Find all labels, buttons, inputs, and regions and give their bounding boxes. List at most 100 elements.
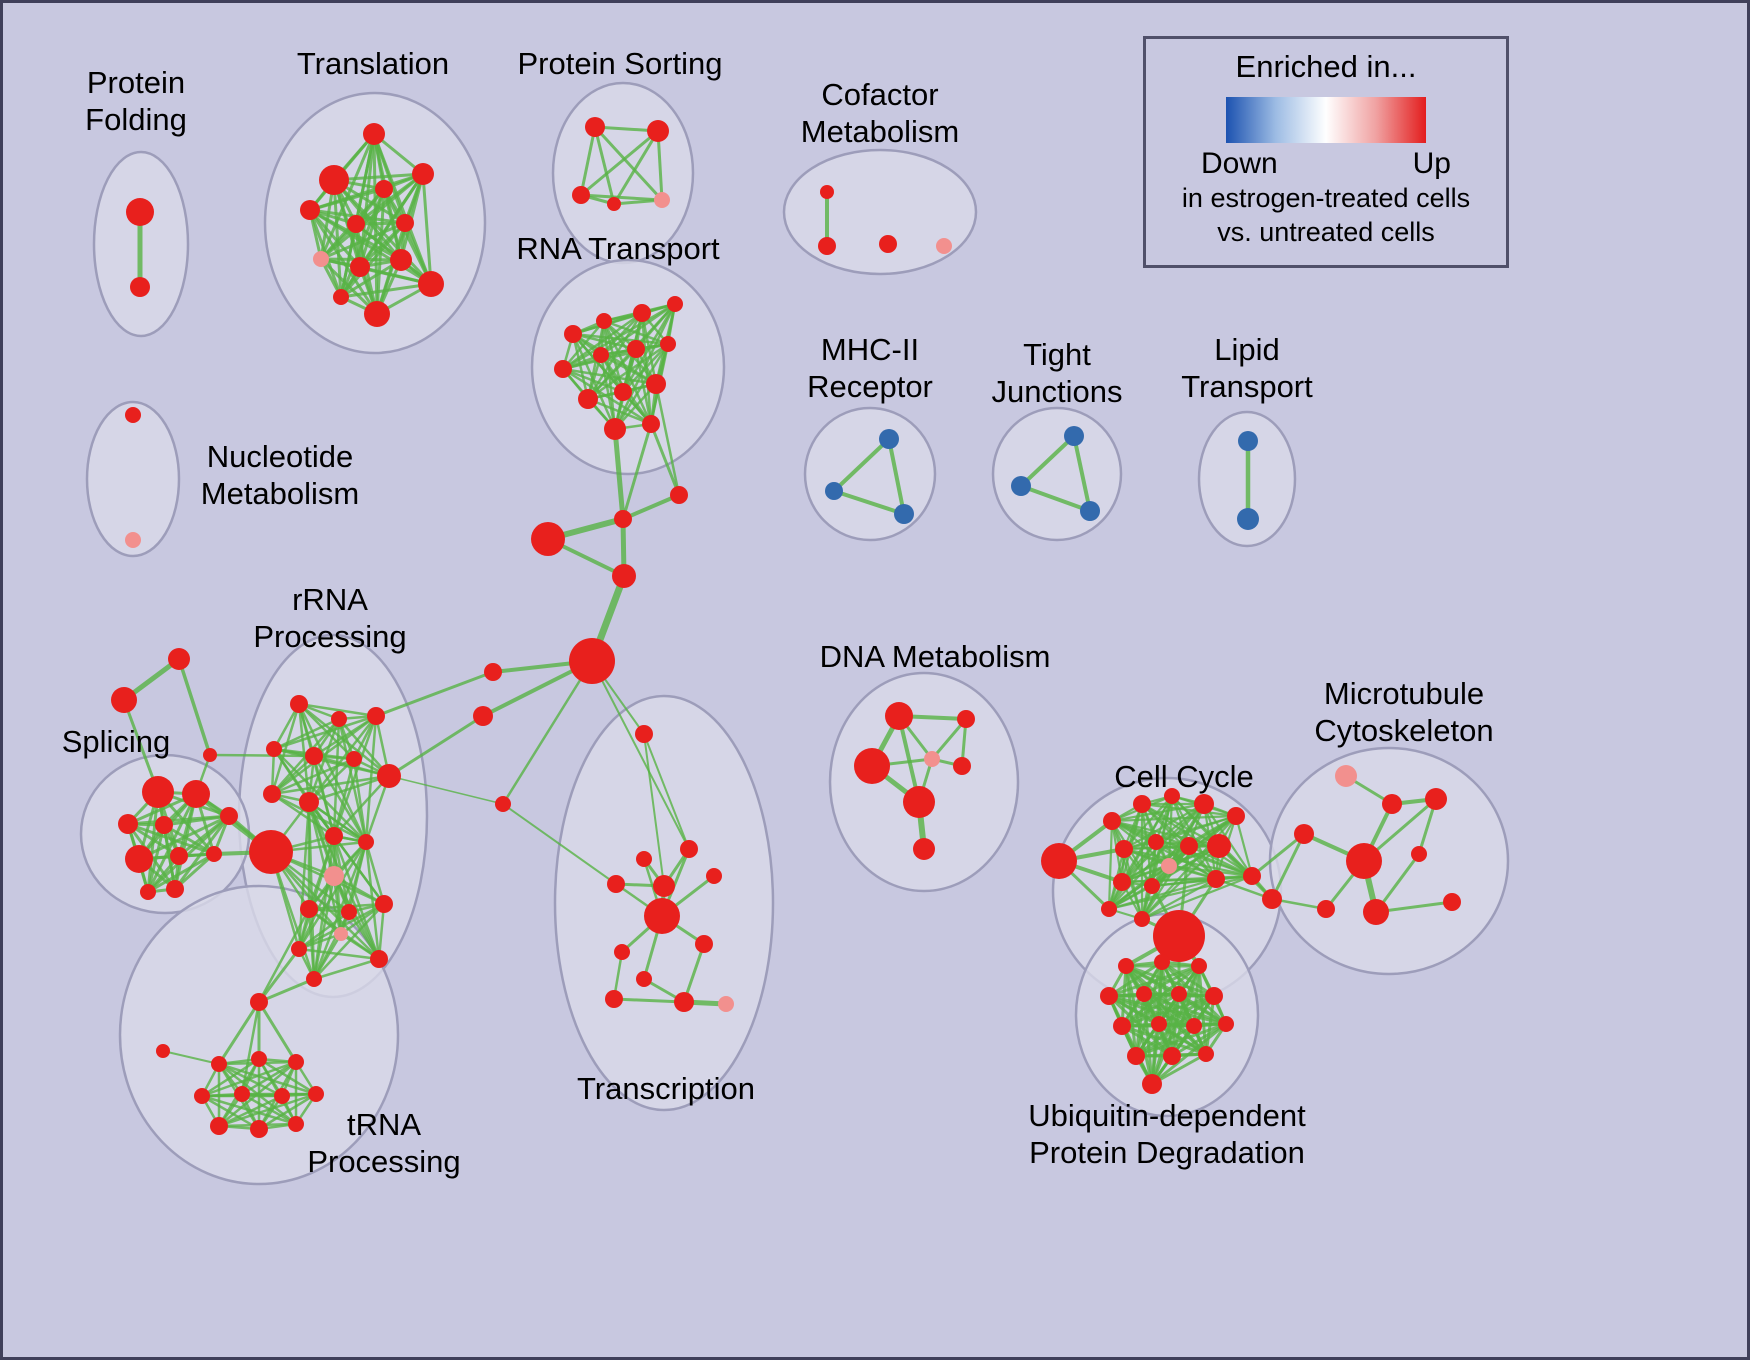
edge-tn2-tn7 <box>217 1062 284 1098</box>
edge-tn1-tn4 <box>257 1000 298 1064</box>
cluster-ellipse-mhc-ii-receptor <box>803 406 937 542</box>
cluster-ellipse-microtubule-cytoskeleton <box>1268 746 1510 976</box>
node-d7 <box>913 838 935 860</box>
node-t3 <box>300 200 320 220</box>
edge-rr2-rr11 <box>332 717 341 838</box>
node-s4 <box>155 816 173 834</box>
edge-rr9-rr12 <box>307 800 368 844</box>
node-c2 <box>1103 812 1121 830</box>
edge-rt6-rt12 <box>599 353 617 431</box>
edge-tj1-tj3 <box>1072 434 1092 513</box>
edge-rr5-rr8 <box>270 754 316 796</box>
edge-rt13-b4 <box>649 422 681 497</box>
node-tx6 <box>706 868 722 884</box>
edge-tj1-tj2 <box>1019 434 1076 488</box>
edge-rr18-rr19 <box>297 947 381 961</box>
edge-rt1-rt9 <box>571 332 590 401</box>
legend: Enriched in... Down Up in estrogen-treat… <box>1143 36 1509 268</box>
node-rr12 <box>358 834 374 850</box>
node-ps1 <box>585 117 605 137</box>
cluster-label-rna-transport: RNA Transport <box>516 231 720 266</box>
node-u4 <box>1100 987 1118 1005</box>
edge-rr2-rr4 <box>272 717 341 751</box>
edge-rr20-tn1 <box>257 977 316 1004</box>
edge-rr12-rr19 <box>364 840 381 961</box>
edge-tl2-s1 <box>122 698 160 794</box>
edge-tn1-tn6 <box>240 1000 261 1096</box>
node-t13 <box>333 289 349 305</box>
node-b8 <box>495 796 511 812</box>
legend-down-label: Down <box>1201 147 1278 180</box>
edge-t11-t13 <box>339 282 433 299</box>
node-rr5 <box>305 747 323 765</box>
node-c19 <box>1262 889 1282 909</box>
edge-c3-c6 <box>1140 802 1238 818</box>
node-tx1 <box>635 725 653 743</box>
node-s3 <box>118 814 138 834</box>
node-tx8 <box>614 944 630 960</box>
node-mh1 <box>879 429 899 449</box>
node-cm2 <box>818 237 836 255</box>
node-b3 <box>612 564 636 588</box>
node-tx12 <box>674 992 694 1012</box>
edge-tn4-tn6 <box>240 1060 298 1096</box>
node-tx11 <box>605 990 623 1008</box>
node-rr18 <box>291 941 307 957</box>
node-b4 <box>670 486 688 504</box>
node-c13 <box>1144 878 1160 894</box>
node-rr3 <box>367 707 385 725</box>
node-u2 <box>1154 954 1170 970</box>
node-b1 <box>614 510 632 528</box>
edge-c11-c17 <box>1107 864 1171 911</box>
node-rt9 <box>578 389 598 409</box>
node-m6 <box>1411 846 1427 862</box>
edge-c6-c8 <box>1154 814 1238 844</box>
node-tx9 <box>695 935 713 953</box>
node-tx10 <box>636 971 652 987</box>
node-mh3 <box>894 504 914 524</box>
node-c16 <box>1153 910 1205 962</box>
node-tn8 <box>308 1086 324 1102</box>
node-rr8 <box>263 785 281 803</box>
edge-u7-u9 <box>1157 994 1216 1026</box>
edge-b6-rr3 <box>374 670 495 718</box>
edge-ps1-ps4 <box>593 125 616 206</box>
edge-rr7-rr8 <box>270 774 391 796</box>
node-cm4 <box>936 238 952 254</box>
node-ps3 <box>572 186 590 204</box>
node-t2 <box>319 165 349 195</box>
node-tn10 <box>250 1120 268 1138</box>
edge-c2-c6 <box>1110 814 1238 823</box>
node-u13 <box>1163 1047 1181 1065</box>
node-rr16 <box>375 895 393 913</box>
node-m5 <box>1346 843 1382 879</box>
node-t4 <box>375 180 393 198</box>
node-u14 <box>1198 1046 1214 1062</box>
node-rt12 <box>604 418 626 440</box>
edge-mh2-mh3 <box>832 489 906 516</box>
edge-u6-u11 <box>1177 992 1228 1026</box>
node-t7 <box>396 214 414 232</box>
cluster-ellipse-cofactor-metabolism <box>782 148 978 276</box>
edge-t3-t9 <box>308 208 362 269</box>
node-tn5 <box>194 1088 210 1104</box>
edge-tj2-tj3 <box>1019 484 1092 513</box>
edge-c13-c17 <box>1107 884 1154 911</box>
edge-rr19-rr20 <box>312 957 381 981</box>
node-d1 <box>885 702 913 730</box>
cluster-ellipse-tight-junctions <box>991 406 1123 542</box>
node-m7 <box>1443 893 1461 911</box>
edge-ps3-ps5 <box>579 193 664 202</box>
node-rr17 <box>334 927 348 941</box>
edge-s5-s9 <box>173 814 231 891</box>
node-tn3 <box>251 1051 267 1067</box>
edge-rr12-rr16 <box>364 840 386 906</box>
edge-rr14-tn1 <box>257 907 311 1004</box>
edge-rt3-rt5 <box>561 311 644 371</box>
node-u9 <box>1151 1016 1167 1032</box>
